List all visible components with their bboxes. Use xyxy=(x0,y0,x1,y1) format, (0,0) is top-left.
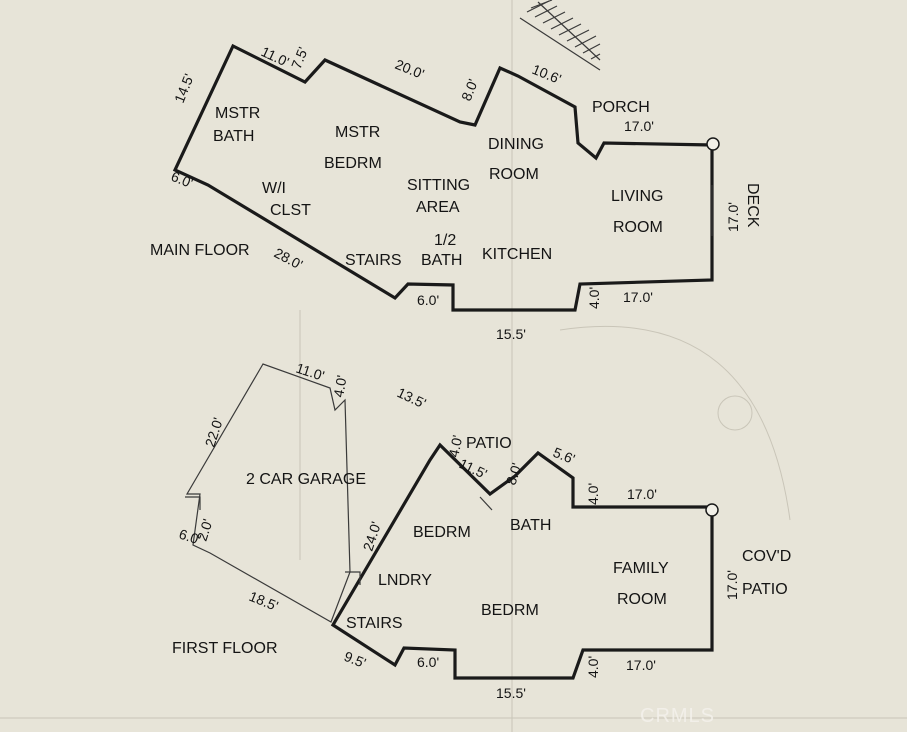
dim-17-0-right-first: 17.0' xyxy=(724,570,740,600)
dim-8-0: 8.0' xyxy=(458,77,481,104)
main-floor-labels: MAIN FLOOR MSTR BATH MSTR BEDRM W/I CLST… xyxy=(150,43,761,342)
dim-6-0-bottom: 6.0' xyxy=(417,292,439,308)
kitchen-label: KITCHEN xyxy=(482,246,552,263)
first-floor-corner-marker xyxy=(705,503,719,517)
dim-14-5: 14.5' xyxy=(171,71,197,105)
main-floor-corner-marker xyxy=(706,137,720,151)
dim-24-0: 24.0' xyxy=(360,520,384,553)
dim-17-0-right: 17.0' xyxy=(725,202,741,232)
dim-17-0-top-first: 17.0' xyxy=(627,486,657,502)
half-bath-label-2: BATH xyxy=(421,252,462,269)
family-room-label-2: ROOM xyxy=(617,591,667,608)
dim-4-0-bottom: 4.0' xyxy=(585,656,601,678)
dim-15-5: 15.5' xyxy=(496,326,526,342)
dim-10-6: 10.6' xyxy=(530,61,564,87)
dim-15-5-first: 15.5' xyxy=(496,685,526,701)
door-swing-lndry xyxy=(345,571,361,585)
dim-6-0-left-first: 6.0' xyxy=(177,526,203,548)
dim-4-0-top: 4.0' xyxy=(330,374,350,399)
living-room-label-2: ROOM xyxy=(613,219,663,236)
mstr-bedrm-label-2: BEDRM xyxy=(324,155,382,172)
sitting-area-label-1: SITTING xyxy=(407,177,470,194)
crmls-watermark: CRMLS xyxy=(640,705,715,727)
dim-6-0-bottom-first: 6.0' xyxy=(417,654,439,670)
bath-label: BATH xyxy=(510,517,551,534)
deck-label: DECK xyxy=(744,183,761,228)
dim-11-0-first: 11.0' xyxy=(294,360,326,384)
dim-8-0-first: 8.0' xyxy=(503,461,525,487)
dim-13-5: 13.5' xyxy=(395,384,429,411)
exterior-stair-hatch xyxy=(519,0,601,71)
dim-4-0: 4.0' xyxy=(586,287,602,309)
dining-room-label-1: DINING xyxy=(488,136,544,153)
dim-5-6: 5.6' xyxy=(551,444,578,467)
living-room-label-1: LIVING xyxy=(611,188,663,205)
door-swing-garage xyxy=(185,496,201,510)
covd-patio-label-1: COV'D xyxy=(742,548,791,565)
dim-17-0-bottom-first: 17.0' xyxy=(626,657,656,673)
dim-2-0: 2.0' xyxy=(194,517,216,543)
patio-label: PATIO xyxy=(466,435,512,452)
first-floor-title: FIRST FLOOR xyxy=(172,640,278,657)
mstr-bath-label-1: MSTR xyxy=(215,105,260,122)
dim-20-0: 20.0' xyxy=(393,56,427,82)
mstr-bath-label-2: BATH xyxy=(213,128,254,145)
porch-label: PORCH xyxy=(592,99,650,116)
bedrm-lower-label: BEDRM xyxy=(481,602,539,619)
mstr-bedrm-label-1: MSTR xyxy=(335,124,380,141)
door-swing-bath xyxy=(479,496,493,511)
dim-6-0-left: 6.0' xyxy=(169,168,196,191)
garage-outline xyxy=(185,363,351,623)
main-floor-outline xyxy=(172,43,714,312)
dim-28-0: 28.0' xyxy=(272,245,306,273)
dim-4-0-patio: 4.0' xyxy=(445,434,465,459)
dining-room-label-2: ROOM xyxy=(489,166,539,183)
wi-clst-label-1: W/I xyxy=(262,180,286,197)
dim-4-0-right: 4.0' xyxy=(585,483,601,505)
dim-18-5: 18.5' xyxy=(247,588,281,614)
dim-17-0-bottom: 17.0' xyxy=(623,289,653,305)
first-floor-outline xyxy=(330,442,714,680)
stairs-label-first: STAIRS xyxy=(346,615,403,632)
dim-7-5: 7.5' xyxy=(288,45,311,72)
sitting-area-label-2: AREA xyxy=(416,199,460,216)
covd-patio-label-2: PATIO xyxy=(742,581,788,598)
stairs-label: STAIRS xyxy=(345,252,402,269)
half-bath-label-1: 1/2 xyxy=(434,232,456,249)
dim-9-5: 9.5' xyxy=(342,648,369,671)
dim-17-0-top: 17.0' xyxy=(624,118,654,134)
lndry-label: LNDRY xyxy=(378,572,432,589)
garage-label: 2 CAR GARAGE xyxy=(246,471,366,488)
wi-clst-label-2: CLST xyxy=(270,202,311,219)
family-room-label-1: FAMILY xyxy=(613,560,669,577)
main-floor-title: MAIN FLOOR xyxy=(150,242,250,259)
bedrm-upper-label: BEDRM xyxy=(413,524,471,541)
